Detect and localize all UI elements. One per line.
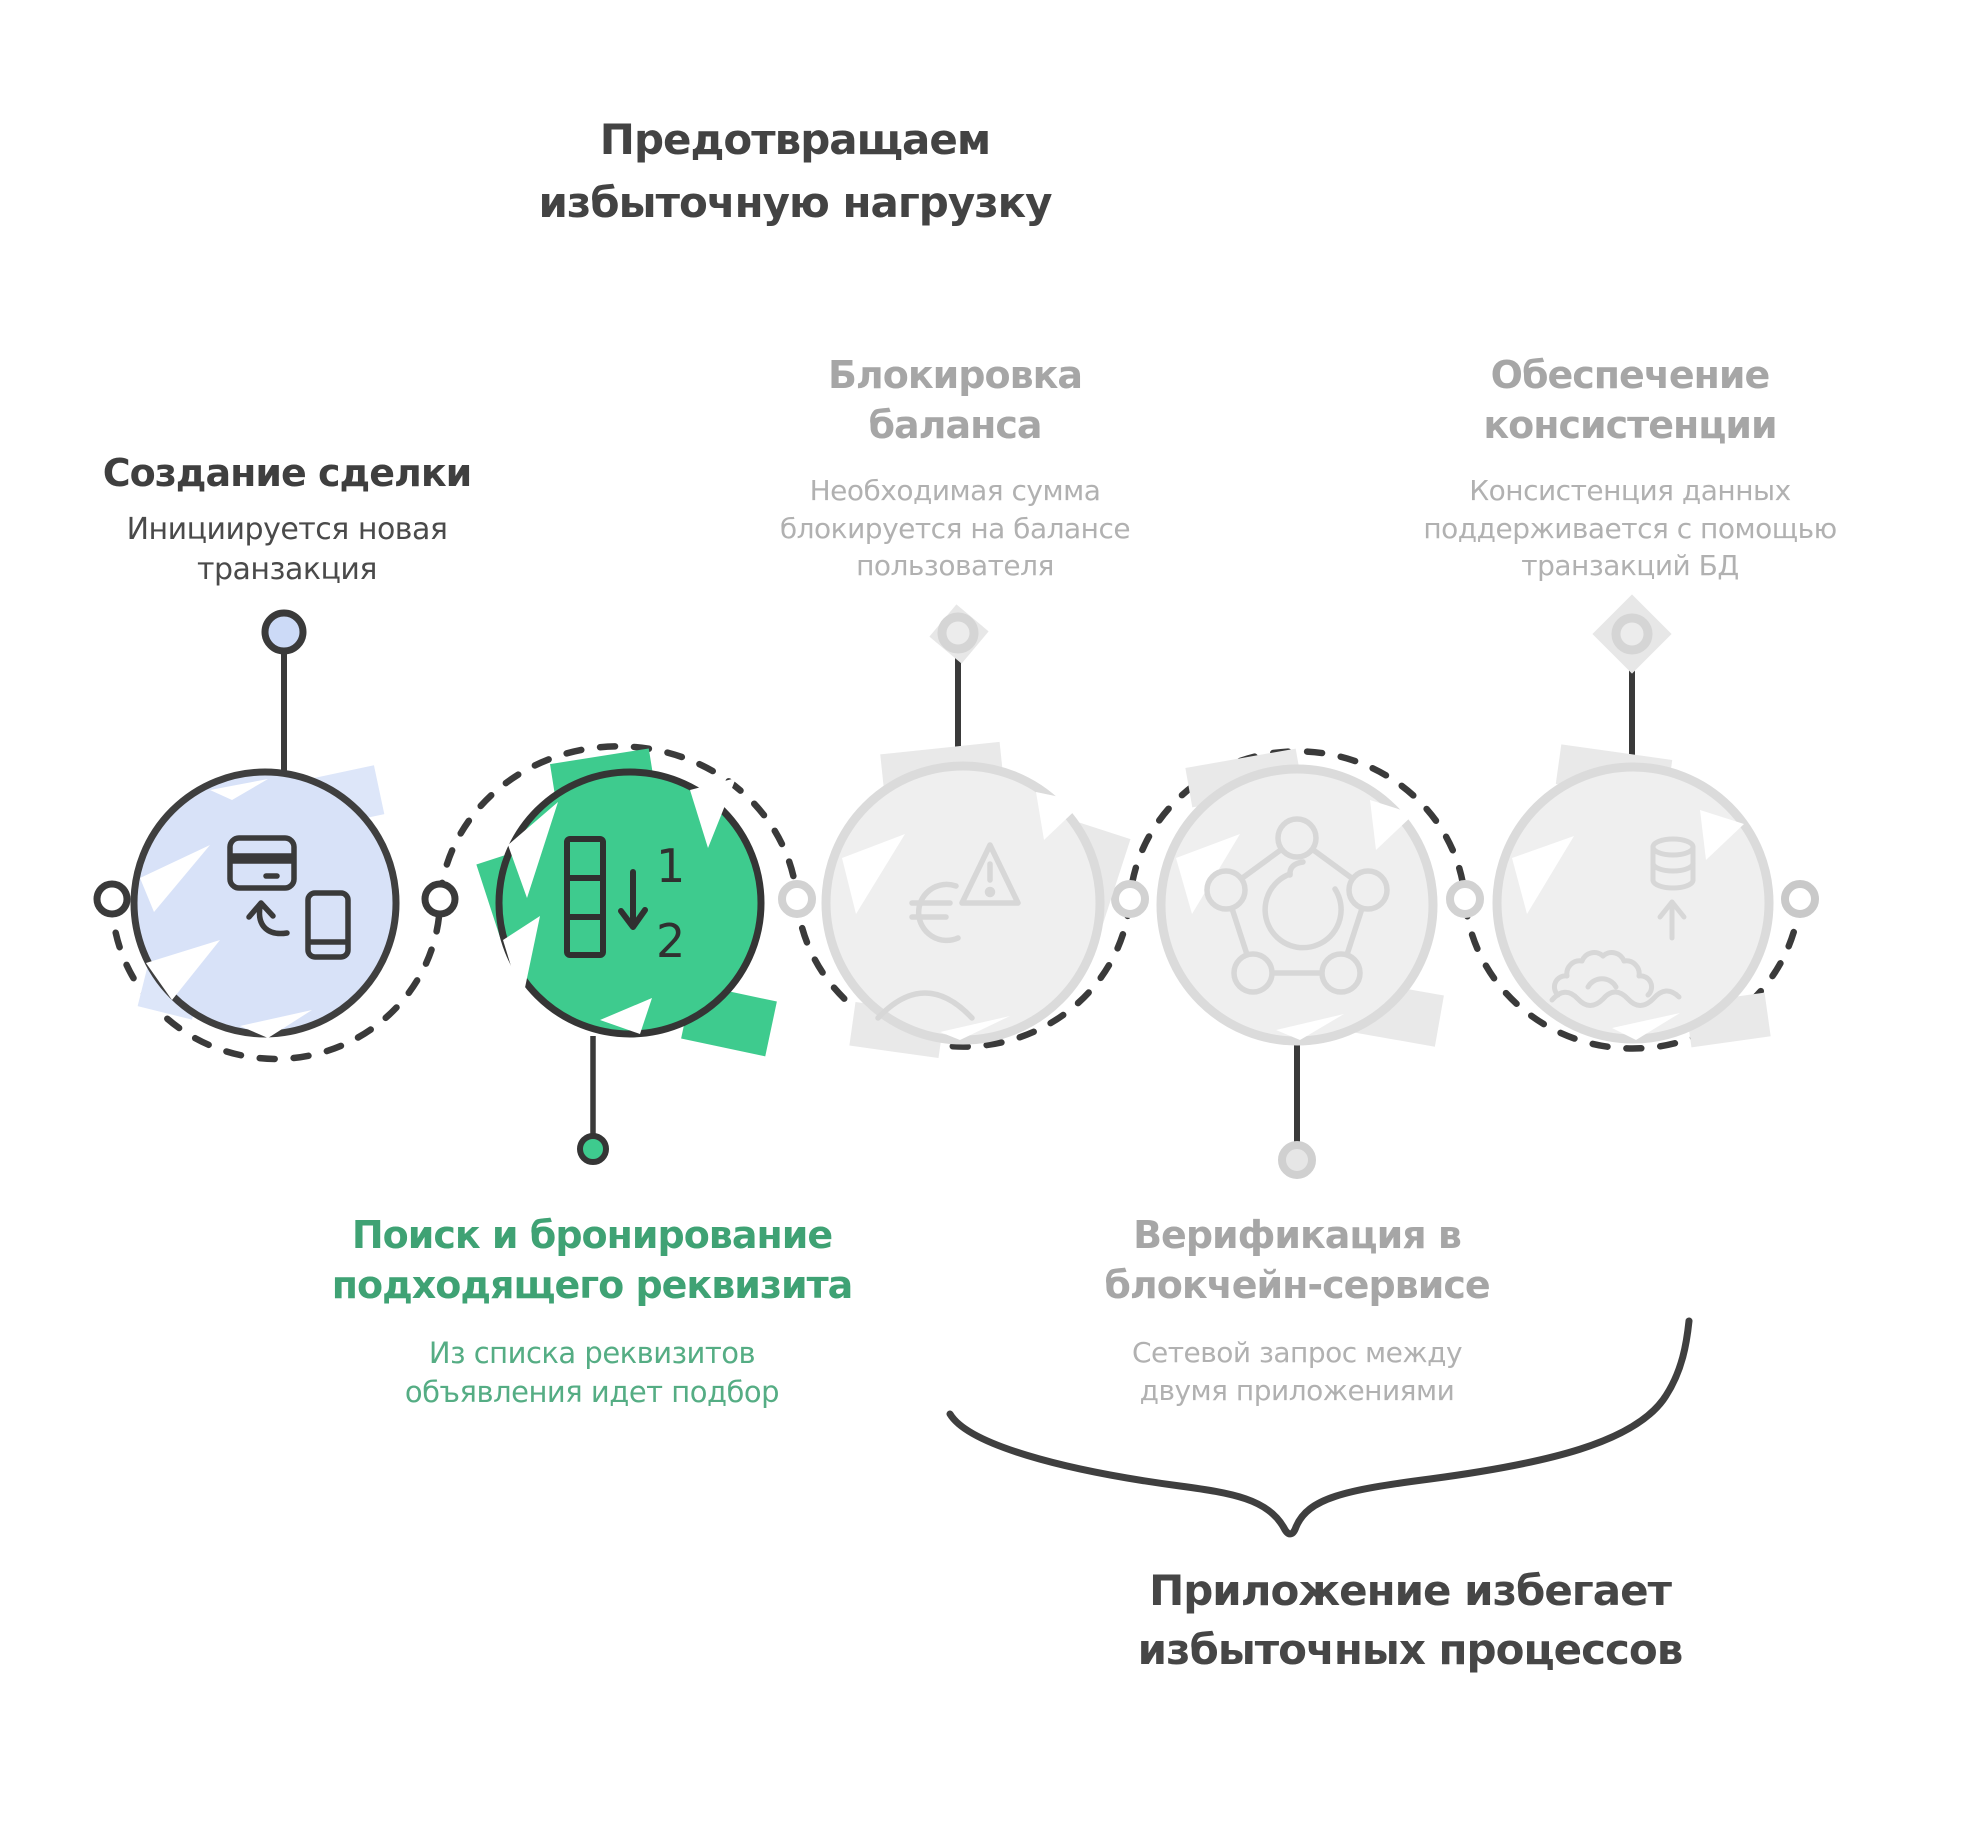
flow-node-ring bbox=[1446, 880, 1484, 918]
step2-circle: 1 2 bbox=[476, 748, 777, 1057]
step2-description: Из списка реквизитов объявления идет под… bbox=[404, 1336, 780, 1409]
step2-title: Поиск и бронирование подходящего реквизи… bbox=[331, 1213, 854, 1308]
step4-title: Верификация в блокчейн-сервисе bbox=[1104, 1213, 1490, 1308]
database-sync-icon bbox=[1549, 836, 1696, 1008]
step2-marker-dot bbox=[577, 1133, 609, 1165]
step1-marker-dot bbox=[261, 609, 307, 655]
flow-node-ring bbox=[93, 880, 131, 918]
sort-number-1: 1 bbox=[656, 839, 685, 893]
step4-marker-dot bbox=[1278, 1141, 1316, 1179]
dashed-flow-path bbox=[108, 743, 1804, 1063]
sorted-list-icon bbox=[564, 836, 648, 958]
step3-circle bbox=[821, 741, 1131, 1059]
step3-marker-dot bbox=[937, 612, 979, 654]
sort-number-2: 2 bbox=[656, 914, 685, 968]
step3-description: Необходимая сумма блокируется на балансе… bbox=[779, 474, 1131, 583]
flow-node-ring bbox=[1111, 880, 1149, 918]
step1-circle bbox=[130, 765, 400, 1038]
step4-description: Сетевой запрос между двумя приложениями bbox=[1131, 1336, 1463, 1407]
step1-description: Инициируется новая транзакция bbox=[126, 512, 448, 588]
euro-warning-icon bbox=[875, 842, 1021, 1021]
network-refresh-icon bbox=[1204, 816, 1390, 995]
callout-text: Приложение избегает избыточных процессов bbox=[1137, 1566, 1684, 1674]
step5-title: Обеспечение консистенции bbox=[1483, 353, 1777, 448]
step5-description: Консистенция данных поддерживается с пом… bbox=[1423, 474, 1837, 583]
flow-node-ring bbox=[421, 880, 459, 918]
card-to-phone-transfer-icon bbox=[227, 835, 351, 960]
step5-marker-dot bbox=[1611, 613, 1653, 655]
page-title: Предотвращаем избыточную нагрузку bbox=[538, 115, 1052, 227]
step1-title: Создание сделки bbox=[102, 451, 473, 495]
step3-title: Блокировка баланса bbox=[827, 353, 1083, 448]
flow-node-ring bbox=[778, 880, 816, 918]
flow-node-ring bbox=[1781, 880, 1819, 918]
curly-brace bbox=[946, 1317, 1693, 1538]
step4-circle bbox=[1156, 748, 1444, 1047]
step5-circle bbox=[1492, 744, 1774, 1048]
